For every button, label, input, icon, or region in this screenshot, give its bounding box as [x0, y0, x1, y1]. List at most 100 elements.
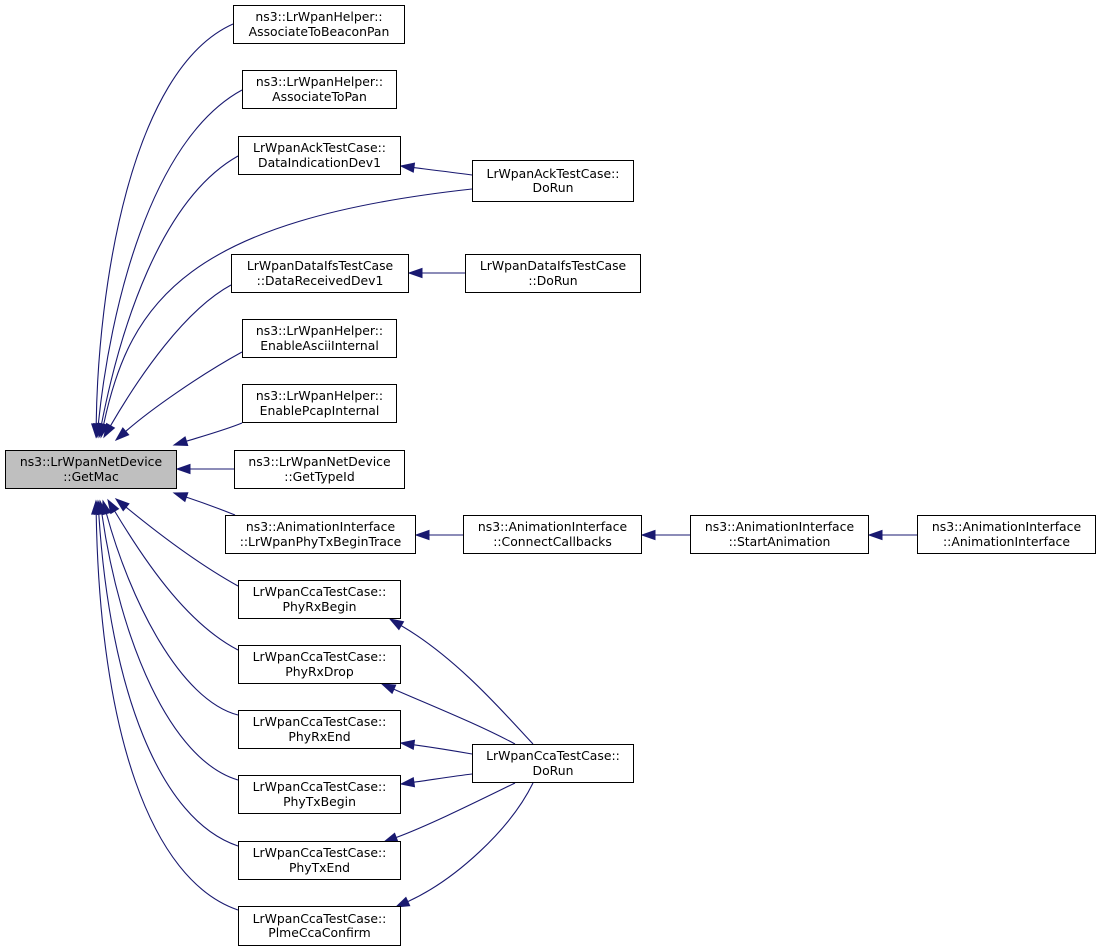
node-lrwpan-phy-tx-begin-trace[interactable]: ns3::AnimationInterface ::LrWpanPhyTxBeg…	[225, 515, 416, 554]
node-associate-to-beacon-pan-line2: AssociateToBeaconPan	[248, 23, 390, 39]
node-phy-tx-begin-line1: LrWpanCcaTestCase::	[252, 779, 387, 794]
node-enable-pcap-internal-line1: ns3::LrWpanHelper::	[255, 388, 384, 403]
node-connect-callbacks-line1: ns3::AnimationInterface	[477, 519, 628, 534]
node-data-indication-dev1-line2: DataIndicationDev1	[258, 154, 381, 170]
arrowhead-start_anim-to-anim_ctor	[867, 529, 883, 541]
arrowhead-phytx_trace-to-connect_cb	[414, 529, 430, 541]
node-data-indication-dev1[interactable]: LrWpanAckTestCase:: DataIndicationDev1	[238, 136, 401, 175]
edge-getmac-to-ascii	[125, 351, 243, 432]
node-start-animation[interactable]: ns3::AnimationInterface ::StartAnimation	[690, 515, 869, 554]
node-ack-test-do-run[interactable]: LrWpanAckTestCase:: DoRun	[472, 160, 634, 202]
edge-rx_begin-to-cca_dorun	[400, 625, 534, 745]
edge-getmac-to-data_ind	[100, 155, 239, 425]
arrowhead-rx_begin-to-cca_dorun	[388, 618, 405, 631]
node-animation-interface-constructor-line1: ns3::AnimationInterface	[931, 519, 1082, 534]
node-enable-ascii-internal-line1: ns3::LrWpanHelper::	[255, 323, 384, 338]
edge-getmac-to-assoc_pan	[97, 89, 243, 425]
node-enable-ascii-internal-line2: EnableAsciiInternal	[260, 337, 379, 353]
node-enable-ascii-internal[interactable]: ns3::LrWpanHelper:: EnableAsciiInternal	[242, 319, 397, 358]
node-phy-rx-end-line2: PhyRxEnd	[288, 728, 351, 744]
node-associate-to-beacon-pan-line1: ns3::LrWpanHelper::	[255, 9, 383, 24]
node-phy-rx-drop[interactable]: LrWpanCcaTestCase:: PhyRxDrop	[238, 645, 401, 684]
edge-getmac-to-tx_begin	[101, 513, 239, 781]
node-ifs-test-do-run-line2: ::DoRun	[528, 272, 578, 288]
edge-rx_drop-to-cca_dorun	[393, 688, 516, 745]
arrowhead-plme_cca-to-cca_dorun	[394, 896, 411, 908]
node-phy-rx-end[interactable]: LrWpanCcaTestCase:: PhyRxEnd	[238, 710, 401, 749]
arrowhead-rx_end-to-cca_dorun	[399, 739, 416, 750]
node-phy-rx-begin-line2: PhyRxBegin	[282, 598, 357, 614]
node-phy-rx-end-line1: LrWpanCcaTestCase::	[252, 714, 387, 729]
edge-tx_begin-to-cca_dorun	[413, 773, 473, 783]
node-cca-test-do-run-line2: DoRun	[532, 762, 574, 778]
node-plme-cca-confirm[interactable]: LrWpanCcaTestCase:: PlmeCcaConfirm	[238, 906, 401, 946]
arrowhead-getmac-to-phytx_trace	[172, 492, 189, 503]
edge-getmac-to-assoc_beacon	[95, 23, 234, 425]
node-data-received-dev1-line1: LrWpanDataIfsTestCase	[246, 258, 394, 273]
node-animation-interface-constructor[interactable]: ns3::AnimationInterface ::AnimationInter…	[917, 515, 1096, 554]
node-phy-rx-begin-line1: LrWpanCcaTestCase::	[252, 584, 387, 599]
node-get-type-id[interactable]: ns3::LrWpanNetDevice ::GetTypeId	[234, 450, 405, 489]
node-associate-to-beacon-pan[interactable]: ns3::LrWpanHelper:: AssociateToBeaconPan	[233, 5, 405, 44]
arrowhead-rx_drop-to-cca_dorun	[380, 683, 397, 695]
node-ifs-test-do-run[interactable]: LrWpanDataIfsTestCase ::DoRun	[465, 254, 641, 293]
node-getmac: ns3::LrWpanNetDevice ::GetMac	[5, 450, 177, 489]
edge-getmac-to-data_recv	[110, 284, 232, 427]
node-getmac-line2: ::GetMac	[63, 468, 119, 484]
node-lrwpan-phy-tx-begin-trace-line1: ns3::AnimationInterface	[245, 519, 396, 534]
node-cca-test-do-run[interactable]: LrWpanCcaTestCase:: DoRun	[472, 744, 634, 783]
edge-rx_end-to-cca_dorun	[413, 744, 473, 755]
node-get-type-id-line1: ns3::LrWpanNetDevice	[248, 454, 391, 469]
edge-getmac-to-phytx_trace	[186, 496, 236, 516]
node-plme-cca-confirm-line2: PlmeCcaConfirm	[268, 925, 371, 940]
arrowhead-getmac-to-data_recv	[103, 422, 116, 439]
node-phy-rx-drop-line2: PhyRxDrop	[285, 663, 354, 679]
edge-getmac-to-plme_cca	[95, 513, 239, 911]
node-connect-callbacks[interactable]: ns3::AnimationInterface ::ConnectCallbac…	[463, 515, 642, 554]
edge-plme_cca-to-cca_dorun	[407, 782, 534, 903]
node-start-animation-line2: ::StartAnimation	[728, 533, 831, 549]
node-data-received-dev1[interactable]: LrWpanDataIfsTestCase ::DataReceivedDev1	[231, 254, 409, 293]
node-getmac-line1: ns3::LrWpanNetDevice	[19, 454, 163, 469]
arrowhead-data_ind-to-ack_dorun	[399, 162, 416, 173]
node-cca-test-do-run-line1: LrWpanCcaTestCase::	[486, 748, 620, 763]
node-phy-rx-drop-line1: LrWpanCcaTestCase::	[252, 649, 387, 664]
arrowhead-getmac-to-typeid	[175, 463, 191, 475]
node-phy-rx-begin[interactable]: LrWpanCcaTestCase:: PhyRxBegin	[238, 580, 401, 619]
node-phy-tx-end[interactable]: LrWpanCcaTestCase:: PhyTxEnd	[238, 841, 401, 880]
node-phy-tx-begin[interactable]: LrWpanCcaTestCase:: PhyTxBegin	[238, 775, 401, 814]
edge-getmac-to-rx_end	[105, 513, 239, 716]
node-phy-tx-end-line2: PhyTxEnd	[288, 859, 351, 875]
arrowhead-getmac-to-pcap	[172, 436, 189, 447]
node-ifs-test-do-run-line1: LrWpanDataIfsTestCase	[479, 258, 627, 273]
node-phy-tx-end-line1: LrWpanCcaTestCase::	[252, 845, 387, 860]
arrowhead-connect_cb-to-start_anim	[640, 529, 656, 541]
node-data-indication-dev1-line1: LrWpanAckTestCase::	[253, 140, 386, 155]
node-ack-test-do-run-line1: LrWpanAckTestCase::	[486, 165, 620, 181]
arrowhead-data_recv-to-ifs_dorun	[407, 267, 423, 279]
node-data-received-dev1-line2: ::DataReceivedDev1	[256, 272, 384, 288]
node-animation-interface-constructor-line2: ::AnimationInterface	[943, 533, 1070, 549]
node-plme-cca-confirm-line1: LrWpanCcaTestCase::	[252, 910, 387, 926]
node-associate-to-pan[interactable]: ns3::LrWpanHelper:: AssociateToPan	[242, 70, 397, 109]
edge-getmac-to-rx_begin	[125, 506, 239, 587]
node-connect-callbacks-line2: ::ConnectCallbacks	[493, 533, 612, 549]
arrowhead-tx_begin-to-cca_dorun	[399, 777, 416, 788]
node-enable-pcap-internal-line2: EnablePcapInternal	[259, 402, 380, 418]
node-start-animation-line1: ns3::AnimationInterface	[704, 519, 855, 534]
arrowhead-getmac-to-ascii	[114, 427, 130, 442]
edge-data_ind-to-ack_dorun	[413, 167, 473, 176]
arrowhead-getmac-to-plme_cca	[91, 499, 102, 515]
node-get-type-id-line2: ::GetTypeId	[284, 468, 355, 484]
edge-getmac-to-rx_drop	[114, 510, 239, 651]
node-associate-to-pan-line2: AssociateToPan	[272, 88, 367, 104]
edge-getmac-to-tx_end	[98, 513, 239, 847]
edge-getmac-to-ack_dorun	[103, 188, 473, 425]
node-associate-to-pan-line1: ns3::LrWpanHelper::	[255, 74, 384, 89]
arrowhead-getmac-to-rx_drop	[107, 498, 120, 515]
node-enable-pcap-internal[interactable]: ns3::LrWpanHelper:: EnablePcapInternal	[242, 384, 397, 423]
node-lrwpan-phy-tx-begin-trace-line2: ::LrWpanPhyTxBeginTrace	[239, 533, 402, 549]
arrowhead-getmac-to-rx_begin	[114, 498, 130, 512]
